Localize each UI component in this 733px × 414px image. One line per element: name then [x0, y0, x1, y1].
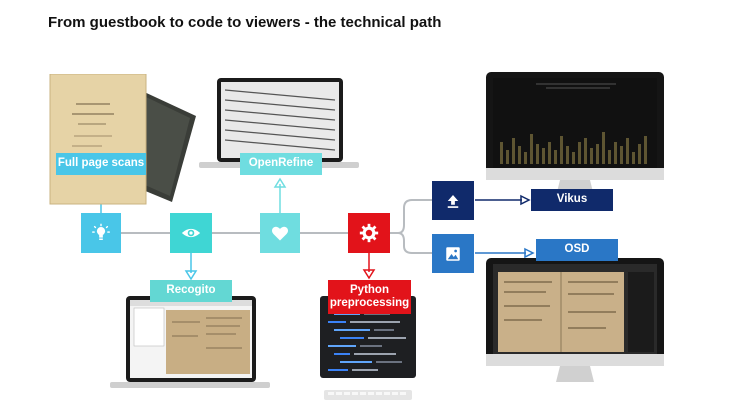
recogito-laptop-image — [110, 296, 270, 388]
vikus-label: Vikus — [531, 189, 613, 211]
full-page-scans-label: Full page scans — [56, 153, 146, 175]
openrefine-label: OpenRefine — [240, 153, 322, 175]
heart-icon[interactable] — [260, 213, 300, 253]
osd-monitor-image — [486, 258, 664, 382]
gear-icon[interactable] — [348, 213, 390, 253]
recogito-label: Recogito — [150, 280, 232, 302]
eye-icon[interactable] — [170, 213, 212, 253]
upload-icon[interactable] — [432, 181, 474, 220]
guestbook-scan-image — [49, 74, 196, 205]
lightbulb-icon[interactable] — [81, 213, 121, 253]
python-preprocessing-label: Python preprocessing — [328, 280, 411, 314]
image-icon[interactable] — [432, 234, 474, 273]
python-code-screen-image — [320, 296, 416, 400]
vikus-monitor-image — [486, 72, 664, 196]
page-title: From guestbook to code to viewers - the … — [48, 14, 442, 31]
osd-label: OSD — [536, 239, 618, 261]
